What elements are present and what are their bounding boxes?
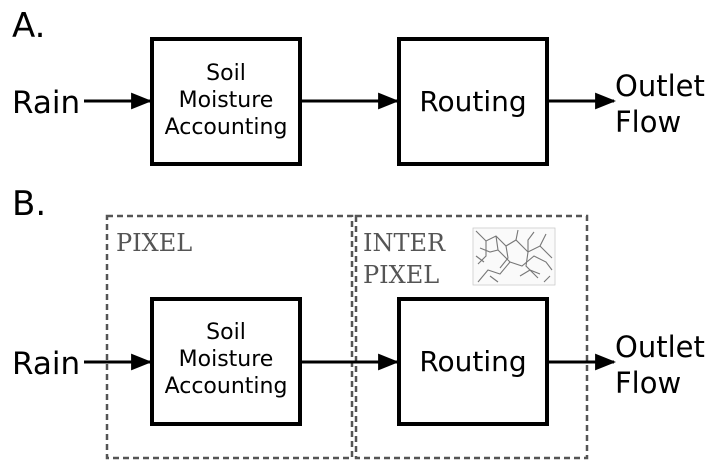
routing-label-b: Routing [419, 345, 526, 378]
pixel-region [105, 214, 354, 460]
inter-region-label-line2: PIXEL [363, 261, 439, 289]
panel-a-label: A. [12, 6, 45, 46]
soil-moisture-b-line2: Moisture [179, 347, 274, 372]
routing-box-b [397, 297, 549, 426]
soil-moisture-b-line1: Soil [206, 320, 246, 345]
panel-a: A. Rain Soil Moisture Accounting Routing… [12, 6, 705, 166]
routing-box [397, 37, 549, 166]
panel-b: B. PIXEL INTER PIXEL Rain Soil [12, 184, 705, 460]
flow-label-b: Flow [615, 366, 681, 400]
soil-moisture-b-line3: Accounting [165, 374, 288, 399]
inter-region-label-line1: INTER [363, 229, 446, 257]
inter-pixel-region [354, 214, 589, 460]
soil-moisture-line3: Accounting [165, 115, 288, 140]
drainage-network-icon [472, 227, 556, 286]
soil-moisture-line2: Moisture [179, 88, 274, 113]
flow-label: Flow [615, 105, 681, 139]
outlet-label: Outlet [615, 69, 705, 103]
pixel-region-label: PIXEL [116, 229, 192, 257]
panel-b-label: B. [12, 184, 46, 224]
soil-moisture-line1: Soil [206, 61, 246, 86]
rain-label-b: Rain [12, 346, 80, 382]
routing-label: Routing [419, 85, 526, 118]
soil-moisture-box [150, 37, 302, 166]
soil-moisture-box-b [150, 297, 302, 426]
outlet-label-b: Outlet [615, 330, 705, 364]
rain-label: Rain [12, 85, 80, 121]
